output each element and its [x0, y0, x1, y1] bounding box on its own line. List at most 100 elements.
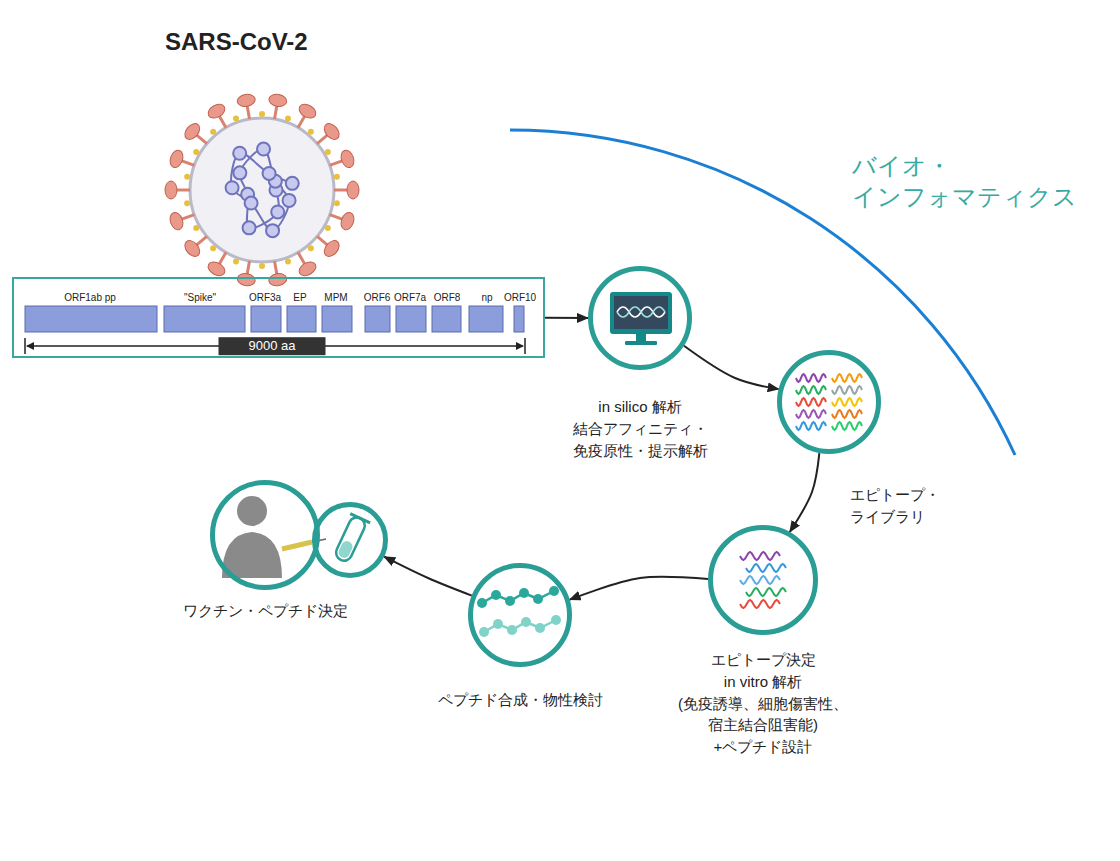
- caption-group: エピトープ決定in vitro 解析(免疫誘導、細胞傷害性、 宿主結合阻害能) …: [665, 649, 861, 758]
- peptide-bond: [482, 591, 554, 603]
- circle-border: [780, 353, 879, 452]
- membrane-protein: [233, 116, 239, 122]
- membrane-protein: [193, 149, 199, 155]
- spike-head: [182, 238, 203, 260]
- genome-segment: [164, 306, 245, 332]
- diagram-title: SARS-CoV-2: [165, 28, 308, 56]
- spike-stem: [247, 105, 249, 119]
- nucleocapsid: [263, 167, 276, 180]
- nucleocapsid: [266, 224, 279, 237]
- epitope-wave: [832, 410, 862, 418]
- genome-segment: [251, 306, 281, 332]
- step-caption: ワクチン・ペプチド決定: [160, 600, 370, 622]
- gene-label: ORF3a: [249, 292, 281, 304]
- amino-acid: [519, 588, 529, 598]
- circle-outline: [588, 266, 692, 370]
- rna-strand: [231, 149, 292, 231]
- epitope-wave: [832, 398, 862, 406]
- spike-head: [236, 272, 256, 287]
- membrane-protein: [285, 116, 291, 122]
- spike-stem: [334, 189, 348, 192]
- spike-stem: [247, 261, 249, 275]
- step-caption: in vitro 解析: [665, 671, 861, 693]
- genome-segment: [514, 306, 524, 332]
- genome-box: ORF1ab pp"Spike"ORF3aEPMPMORF6ORF7aORF8n…: [12, 277, 545, 358]
- step-caption: (免疫誘導、細胞傷害性、 宿主結合阻害能) +ペプチド設計: [665, 693, 861, 758]
- circle-border: [315, 505, 386, 576]
- genome-segment: [25, 306, 157, 332]
- membrane-protein: [259, 263, 265, 269]
- flow-arrow: [384, 557, 472, 596]
- length-tick: [524, 338, 526, 354]
- process-circle: エピトープ決定in vitro 解析(免疫誘導、細胞傷害性、 宿主結合阻害能) …: [708, 525, 818, 635]
- amino-acid: [535, 623, 545, 633]
- genome-segment: [469, 306, 503, 332]
- spike-stem: [275, 105, 277, 119]
- spike-stem: [196, 236, 207, 245]
- membrane-protein: [259, 111, 265, 117]
- amino-acid: [505, 596, 515, 606]
- circle-outline: [777, 350, 881, 454]
- step-caption: ペプチド合成・物性検討: [415, 689, 625, 711]
- gene-label: EP: [293, 292, 306, 304]
- spike-stem: [181, 161, 194, 166]
- computer-icon: [610, 292, 672, 345]
- gene-label: MPM: [324, 292, 347, 304]
- spike-stem: [330, 161, 343, 166]
- process-circle: ペプチド合成・物性検討: [468, 563, 572, 667]
- length-tick: [24, 338, 26, 354]
- process-circle: [777, 350, 881, 454]
- membrane-protein: [193, 225, 199, 231]
- nucleocapsid: [286, 177, 299, 190]
- spike-head: [347, 181, 359, 199]
- flow-arrow: [684, 346, 779, 389]
- tube-glass: [333, 515, 367, 563]
- spike-stem: [181, 215, 194, 220]
- amino-acid: [533, 594, 543, 604]
- spike-head: [236, 93, 256, 108]
- membrane-protein: [325, 149, 331, 155]
- circle-outline: [312, 502, 388, 578]
- genome-segment: [322, 306, 352, 332]
- spike-head: [182, 121, 203, 143]
- flow-arrow: [790, 453, 820, 532]
- membrane-protein: [184, 200, 190, 206]
- nucleocapsid: [233, 147, 246, 160]
- process-circle: [312, 502, 388, 578]
- tube-liquid: [337, 539, 354, 559]
- nucleocapsid: [257, 143, 270, 156]
- amino-acid: [549, 586, 559, 596]
- genome-segment: [365, 306, 390, 332]
- spike-head: [297, 259, 319, 278]
- membrane-protein: [210, 129, 216, 135]
- membrane-protein: [308, 129, 314, 135]
- spike-stem: [219, 252, 226, 264]
- caption-group: ワクチン・ペプチド決定: [160, 600, 370, 622]
- spike-stem: [330, 215, 343, 220]
- nucleocapsid: [283, 194, 296, 207]
- spike-stem: [176, 189, 190, 192]
- epitope-wave: [796, 422, 826, 430]
- spike-head: [339, 148, 356, 169]
- membrane-protein: [285, 258, 291, 264]
- person-body: [222, 532, 282, 578]
- amino-acid: [507, 625, 517, 635]
- epitope-wave: [832, 374, 862, 382]
- spike-head: [321, 121, 342, 143]
- spike-head: [206, 259, 228, 278]
- spike-stem: [298, 116, 305, 128]
- virus-spikes: [165, 93, 359, 287]
- step-caption: 結合アフィニティ・ 免疫原性・提示解析: [555, 418, 725, 462]
- epitope-wave: [740, 600, 780, 608]
- nucleocapsid: [233, 166, 246, 179]
- spike-stem: [196, 135, 207, 144]
- gene-label: "Spike": [184, 292, 216, 304]
- spike-stem: [219, 116, 226, 128]
- circle-border: [591, 269, 690, 368]
- edge-label: エピトープ・ ライブラリ: [850, 484, 980, 528]
- gene-label: ORF10: [504, 292, 536, 304]
- monitor-base: [625, 341, 657, 345]
